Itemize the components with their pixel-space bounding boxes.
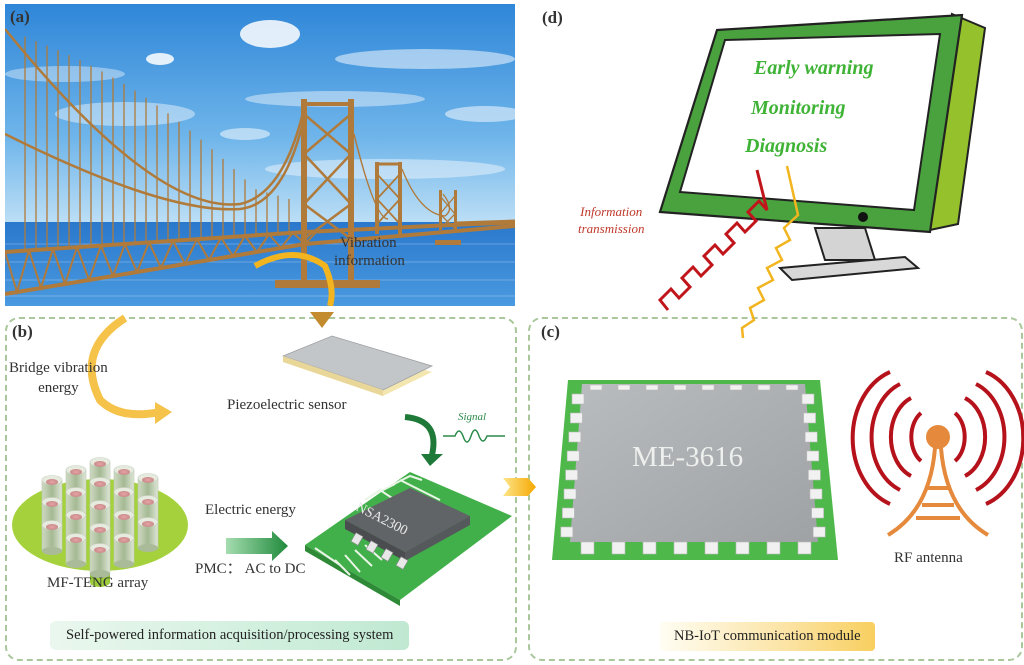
vibration-arrow bbox=[253, 252, 335, 306]
bridge-truss bbox=[100, 243, 126, 279]
transmission-line1: Information bbox=[580, 204, 643, 219]
electric-energy-arrow bbox=[226, 531, 288, 561]
bridge-truss bbox=[5, 250, 30, 296]
screen-monitoring: Monitoring bbox=[751, 97, 846, 119]
bridge-truss bbox=[268, 232, 294, 250]
yellow-signal-wave bbox=[740, 165, 800, 339]
monitor-icon bbox=[658, 12, 987, 282]
chip-pad bbox=[729, 384, 743, 391]
panel-d-letter: (d) bbox=[542, 8, 563, 27]
chip-pad bbox=[566, 450, 580, 462]
chip-pad bbox=[571, 393, 585, 405]
chip-pad bbox=[701, 384, 715, 391]
bridge-truss bbox=[76, 245, 102, 283]
chip-pad bbox=[806, 450, 820, 462]
bridge-truss bbox=[148, 240, 174, 271]
information-transmission-label: Information transmission bbox=[578, 203, 644, 237]
chip-pad bbox=[735, 541, 750, 555]
chip-pad bbox=[785, 384, 799, 391]
bridge-truss bbox=[124, 242, 150, 275]
energy-curve-arrow bbox=[87, 314, 161, 419]
chip-pad bbox=[809, 488, 823, 500]
me3616-chip-label: ME-3616 bbox=[632, 441, 744, 473]
energy-arrowhead bbox=[155, 402, 172, 424]
chip-pad bbox=[570, 412, 583, 424]
screen-early-warning: Early warning bbox=[754, 57, 874, 79]
bridge-truss bbox=[244, 233, 270, 254]
signal-wave bbox=[443, 429, 505, 443]
chip-pad bbox=[560, 526, 574, 538]
bridge-vibration-energy-label: Bridge vibration energy bbox=[9, 358, 108, 398]
chip-pad bbox=[803, 412, 816, 424]
chip-pad bbox=[617, 384, 631, 391]
panel-b-letter: (b) bbox=[12, 322, 33, 341]
chip-pad bbox=[565, 469, 578, 481]
teng-cylinder bbox=[89, 543, 111, 578]
chip-pad bbox=[673, 384, 687, 391]
panel-a-letter: (a) bbox=[10, 7, 30, 26]
signal-curve-arrow bbox=[404, 414, 437, 456]
bridge-structure bbox=[5, 28, 515, 296]
vibration-label-line1: Vibration bbox=[340, 235, 397, 251]
chip-pad bbox=[580, 541, 595, 555]
panel-a-bridge-image: (a) Vibration information bbox=[5, 4, 515, 306]
chip-pad bbox=[563, 488, 577, 500]
electric-energy-label: Electric energy bbox=[205, 502, 296, 518]
transmission-line2: transmission bbox=[578, 221, 645, 236]
chip-pad bbox=[645, 384, 659, 391]
panel-c-letter: (c) bbox=[541, 322, 560, 341]
energy-label-line1: Bridge vibration bbox=[9, 360, 108, 376]
me3616-module bbox=[552, 380, 838, 560]
rf-antenna bbox=[850, 370, 1024, 537]
chip-pad bbox=[797, 541, 812, 555]
chip-pad bbox=[642, 541, 657, 555]
chip-pad bbox=[766, 541, 781, 555]
chip-pad bbox=[811, 507, 824, 519]
chip-pad bbox=[757, 384, 771, 391]
chip-pad bbox=[804, 431, 818, 443]
nsa2300-pcb bbox=[305, 472, 512, 606]
rf-antenna-label: RF antenna bbox=[894, 550, 963, 566]
vibration-information-label: Vibration information bbox=[334, 234, 405, 270]
bridge-truss bbox=[196, 237, 222, 263]
bridge-truss bbox=[52, 246, 78, 288]
teng-cylinder bbox=[65, 533, 87, 568]
piezoelectric-sensor-label: Piezoelectric sensor bbox=[227, 397, 347, 413]
piezoelectric-sensor bbox=[281, 335, 434, 396]
teng-cylinder bbox=[113, 533, 135, 568]
vibration-arrowhead bbox=[310, 312, 334, 328]
bridge-illustration bbox=[5, 4, 515, 306]
chip-pad bbox=[808, 469, 821, 481]
chip-pad bbox=[589, 384, 603, 391]
teng-cylinder bbox=[137, 517, 159, 552]
chip-pad bbox=[812, 526, 826, 538]
bridge-truss bbox=[220, 235, 246, 258]
signal-label: Signal bbox=[458, 411, 487, 423]
bridge-truss bbox=[28, 248, 54, 292]
chip-pad bbox=[673, 541, 688, 555]
chip-pad bbox=[611, 541, 626, 555]
chip-pad bbox=[562, 507, 575, 519]
red-signal-wave bbox=[657, 169, 769, 311]
energy-label-line2: energy bbox=[38, 380, 79, 396]
pmc-ac-to-dc-label: PMC： AC to DC bbox=[195, 561, 306, 577]
clouds bbox=[5, 20, 515, 179]
teng-cylinder bbox=[41, 520, 63, 555]
panel-c-caption: NB-IoT communication module bbox=[660, 622, 875, 651]
vibration-label-line2: information bbox=[334, 253, 405, 269]
chip-pad bbox=[704, 541, 719, 555]
screen-diagnosis: Diagnosis bbox=[745, 135, 828, 157]
signal-arrowhead bbox=[421, 454, 443, 466]
bridge-truss bbox=[172, 238, 198, 267]
chip-pad bbox=[568, 431, 582, 443]
mf-teng-array-label: MF-TENG array bbox=[47, 575, 149, 591]
b-to-c-arrow bbox=[503, 478, 536, 496]
panel-b-caption: Self-powered information acquisition/pro… bbox=[50, 621, 410, 650]
chip-pad bbox=[801, 393, 815, 405]
mf-teng-array bbox=[12, 457, 188, 587]
